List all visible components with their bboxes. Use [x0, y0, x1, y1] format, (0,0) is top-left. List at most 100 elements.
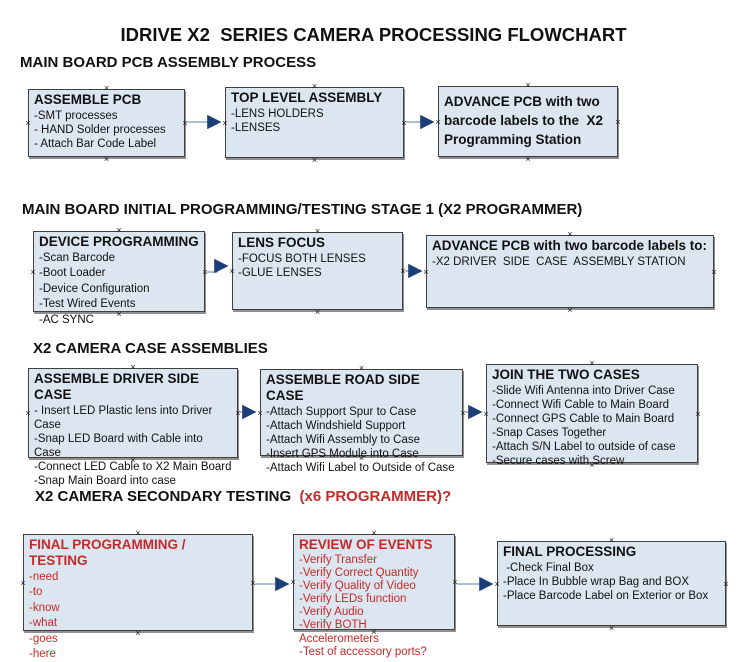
connection-point-icon — [221, 119, 229, 127]
connection-point-icon — [722, 580, 730, 588]
box-item: -Scan Barcode — [39, 252, 116, 264]
box-title: DEVICE PROGRAMMING — [39, 234, 199, 249]
box-item: -Boot Loader — [39, 267, 106, 280]
box-item: -what — [29, 617, 58, 630]
box-title: LENS FOCUS — [238, 235, 326, 250]
box-item: -need — [29, 571, 59, 583]
box-item: -X2 DRIVER SIDE CASE ASSEMBLY STATION — [432, 256, 686, 268]
connection-point-icon — [524, 81, 532, 89]
box-item: -Verify Quality of Video — [299, 580, 416, 593]
connection-point-icon — [588, 359, 596, 367]
connection-point-icon — [400, 119, 408, 127]
box-item: -Insert GPS Module into Case — [266, 448, 419, 460]
box-item: -Verify Transfer — [299, 554, 377, 566]
connection-point-icon — [181, 119, 189, 127]
connection-point-icon — [482, 410, 490, 418]
flow-box-top-level-assembly[interactable]: TOP LEVEL ASSEMBLY -LENS HOLDERS -LENSES — [225, 87, 404, 158]
connection-point-icon — [358, 364, 366, 372]
box-title: TOP LEVEL ASSEMBLY — [231, 90, 383, 105]
connection-point-icon — [608, 624, 616, 632]
flow-box-final-processing[interactable]: FINAL PROCESSING -Check Final Box -Place… — [497, 541, 726, 626]
connection-point-icon — [710, 268, 718, 276]
box-item: -LENS HOLDERS — [231, 108, 324, 120]
connection-point-icon — [234, 409, 242, 417]
box-item: -Test Wired Events — [39, 298, 136, 311]
connection-point-icon — [103, 84, 111, 92]
box-item: -Place Barcode Label on Exterior or Box — [503, 590, 709, 602]
box-item: -Check Final Box — [503, 562, 594, 574]
connection-point-icon — [614, 118, 622, 126]
connection-point-icon — [566, 230, 574, 238]
flow-box-review-of-events[interactable]: REVIEW OF EVENTS -Verify Transfer -Verif… — [293, 534, 455, 658]
flow-box-assemble-driver-side-case[interactable]: ASSEMBLE DRIVER SIDE CASE - Insert LED P… — [28, 368, 238, 487]
connection-point-icon — [201, 268, 209, 276]
connection-point-icon — [103, 155, 111, 163]
box-item: -AC SYNC — [39, 313, 94, 326]
box-item: -Verify BOTH Accelerometers — [299, 619, 379, 645]
connection-point-icon — [314, 308, 322, 316]
box-item: -Connect LED Cable to X2 Main Board — [34, 461, 232, 473]
connection-point-icon — [459, 409, 467, 417]
box-item: -Snap LED Board with Cable into Case — [34, 433, 206, 459]
connection-point-icon — [311, 82, 319, 90]
connection-point-icon — [24, 119, 32, 127]
flow-box-assemble-road-side-case[interactable]: ASSEMBLE ROAD SIDE CASE -Attach Support … — [260, 369, 463, 474]
flow-box-device-programming[interactable]: DEVICE PROGRAMMING -Scan Barcode -Boot L… — [33, 231, 205, 326]
flow-box-advance-pcb-programming-station[interactable]: ADVANCE PCB with two barcode labels to t… — [438, 86, 618, 157]
box-title: ASSEMBLE PCB — [34, 92, 142, 107]
section-heading-case-assemblies: X2 CAMERA CASE ASSEMBLIES — [33, 340, 268, 357]
connection-point-icon — [129, 363, 137, 371]
flow-box-lens-focus[interactable]: LENS FOCUS -FOCUS BOTH LENSES -GLUE LENS… — [232, 232, 403, 310]
section-heading-initial-programming: MAIN BOARD INITIAL PROGRAMMING/TESTING S… — [22, 201, 583, 218]
connection-point-icon — [434, 118, 442, 126]
connection-point-icon — [19, 579, 27, 587]
connection-point-icon — [289, 578, 297, 586]
box-item: -here — [29, 648, 56, 661]
box-title: ADVANCE PCB with two barcode labels to t… — [444, 94, 607, 147]
section-heading-pcb-assembly: MAIN BOARD PCB ASSEMBLY PROCESS — [20, 54, 317, 71]
section-heading-red-part: (x6 PROGRAMMER)? — [291, 488, 452, 505]
box-item: -Connect GPS Cable to Main Board — [492, 413, 675, 425]
connection-point-icon — [134, 529, 142, 537]
flow-box-final-programming-testing[interactable]: FINAL PROGRAMMING / TESTING -need -to -k… — [23, 534, 253, 660]
connection-point-icon — [608, 536, 616, 544]
box-item: - Attach Bar Code Label — [34, 138, 157, 150]
connection-point-icon — [524, 155, 532, 163]
flow-box-assemble-pcb[interactable]: ASSEMBLE PCB -SMT processes - HAND Solde… — [28, 89, 185, 157]
box-item: -goes — [29, 632, 58, 645]
connection-point-icon — [311, 156, 319, 164]
box-item: -Snap Cases Together — [492, 427, 607, 439]
box-item: -Snap Main Board into case — [34, 475, 176, 487]
box-item: -Verify LEDs function — [299, 593, 407, 606]
box-item: - HAND Solder processes — [34, 124, 166, 136]
connection-point-icon — [493, 580, 501, 588]
box-item: -know — [29, 601, 60, 614]
connection-point-icon — [422, 268, 430, 276]
box-item: - Insert LED Plastic lens into Driver Ca… — [34, 405, 216, 431]
connection-point-icon — [256, 409, 264, 417]
box-item: -Verify Correct Quantity — [299, 567, 419, 580]
flow-box-join-the-two-cases[interactable]: JOIN THE TWO CASES -Slide Wifi Antenna i… — [486, 364, 698, 467]
box-item: -Attach S/N Label to outside of case — [492, 441, 676, 453]
connection-point-icon — [29, 268, 37, 276]
box-item: -FOCUS BOTH LENSES — [238, 253, 366, 265]
box-item: -Slide Wifi Antenna into Driver Case — [492, 385, 675, 397]
box-title: ASSEMBLE ROAD SIDE CASE — [266, 372, 424, 403]
box-item: -to — [29, 586, 43, 599]
connection-point-icon — [249, 579, 257, 587]
connection-point-icon — [566, 306, 574, 314]
box-title: ADVANCE PCB with two barcode labels to: — [432, 238, 708, 253]
flow-box-advance-pcb-driver-side-station[interactable]: ADVANCE PCB with two barcode labels to: … — [426, 235, 714, 308]
box-item: -Attach Windshield Support — [266, 420, 406, 432]
box-item: -SMT processes — [34, 110, 118, 122]
box-item: -Place In Bubble wrap Bag and BOX — [503, 576, 690, 588]
box-item: -GLUE LENSES — [238, 267, 322, 279]
box-item: -Device Configuration — [39, 282, 150, 295]
connection-point-icon — [314, 227, 322, 235]
connection-point-icon — [115, 226, 123, 234]
box-item: -Attach Wifi Assembly to Case — [266, 434, 421, 446]
box-item: -Attach Wifi Label to Outside of Case — [266, 462, 455, 474]
box-title: FINAL PROCESSING — [503, 544, 637, 559]
connection-point-icon — [694, 410, 702, 418]
